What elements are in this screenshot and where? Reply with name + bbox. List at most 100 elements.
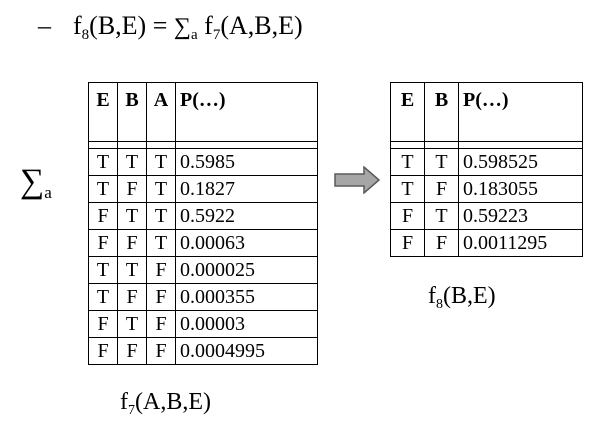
probability-cell: 0.0004995 xyxy=(175,337,318,365)
variable-value-cell: T xyxy=(117,202,147,230)
header-probability: P(…) xyxy=(175,82,318,142)
variable-value-cell: F xyxy=(390,202,425,230)
spacer-cell xyxy=(146,141,176,149)
variable-value-cell: F xyxy=(88,337,118,365)
spacer-cell xyxy=(88,141,118,149)
variable-value-cell: F xyxy=(390,229,425,257)
bullet-dash: – xyxy=(38,11,51,40)
variable-value-cell: T xyxy=(424,202,459,230)
table-header-row: E B A P(…) xyxy=(88,82,318,142)
variable-value-cell: F xyxy=(117,175,147,203)
sum-sigma-subscript: a xyxy=(44,183,52,202)
probability-cell: 0.5985 xyxy=(175,148,318,176)
f8-caption-name: f xyxy=(428,283,436,309)
variable-value-cell: T xyxy=(390,148,425,176)
variable-value-cell: F xyxy=(146,256,176,284)
rhs-factor-subscript: 7 xyxy=(212,27,221,43)
probability-cell: 0.0011295 xyxy=(458,229,583,257)
rhs-factor-args: (A,B,E) xyxy=(220,11,303,40)
spacer-cell xyxy=(117,141,147,149)
variable-value-cell: F xyxy=(424,229,459,257)
variable-value-cell: F xyxy=(117,229,147,257)
spacer-cell xyxy=(458,141,583,149)
f7-caption: f7(A,B,E) xyxy=(120,388,211,418)
f7-caption-args: (A,B,E) xyxy=(135,389,211,415)
f8-caption: f8(B,E) xyxy=(428,282,496,312)
right-arrow-icon xyxy=(334,166,380,194)
variable-value-cell: T xyxy=(117,310,147,338)
probability-cell: 0.183055 xyxy=(458,175,583,203)
probability-cell: 0.00003 xyxy=(175,310,318,338)
variable-value-cell: F xyxy=(117,337,147,365)
variable-value-cell: T xyxy=(88,256,118,284)
variable-value-cell: T xyxy=(117,148,147,176)
header-spacer-row xyxy=(390,141,583,149)
variable-value-cell: F xyxy=(88,202,118,230)
variable-value-cell: T xyxy=(146,229,176,257)
variable-value-cell: F xyxy=(146,310,176,338)
variable-value-cell: T xyxy=(146,148,176,176)
f7-caption-subscript: 7 xyxy=(128,403,135,418)
lhs-factor-args: (B,E) = xyxy=(89,11,168,40)
probability-cell: 0.5922 xyxy=(175,202,318,230)
header-e: E xyxy=(390,82,425,142)
lhs-factor-subscript: 8 xyxy=(81,27,90,43)
variable-value-cell: T xyxy=(146,202,176,230)
spacer-cell xyxy=(424,141,459,149)
header-e: E xyxy=(88,82,118,142)
probability-cell: 0.598525 xyxy=(458,148,583,176)
factor-equation-heading: –f8(B,E) = ∑a f7(A,B,E) xyxy=(38,10,303,43)
variable-value-cell: T xyxy=(117,256,147,284)
header-spacer-row xyxy=(88,141,318,149)
f8-caption-subscript: 8 xyxy=(436,297,443,312)
header-b: B xyxy=(117,82,147,142)
probability-cell: 0.1827 xyxy=(175,175,318,203)
spacer-cell xyxy=(175,141,318,149)
variable-value-cell: F xyxy=(146,283,176,311)
variable-value-cell: F xyxy=(117,283,147,311)
variable-value-cell: F xyxy=(146,337,176,365)
sum-over-a-label: ∑a xyxy=(20,162,52,213)
probability-cell: 0.000025 xyxy=(175,256,318,284)
summation-subscript: a xyxy=(190,27,198,43)
variable-value-cell: T xyxy=(88,148,118,176)
header-b: B xyxy=(424,82,459,142)
spacer-cell xyxy=(390,141,425,149)
probability-cell: 0.00063 xyxy=(175,229,318,257)
sum-sigma: ∑ xyxy=(20,163,45,200)
rhs-factor-name: f xyxy=(204,11,213,40)
variable-value-cell: T xyxy=(424,148,459,176)
variable-value-cell: T xyxy=(88,175,118,203)
variable-value-cell: F xyxy=(424,175,459,203)
variable-value-cell: F xyxy=(88,229,118,257)
summation-symbol: ∑ xyxy=(173,14,191,40)
variable-value-cell: T xyxy=(146,175,176,203)
lhs-factor-name: f xyxy=(73,11,82,40)
variable-value-cell: T xyxy=(390,175,425,203)
variable-value-cell: T xyxy=(88,283,118,311)
f7-caption-name: f xyxy=(120,389,128,415)
header-a: A xyxy=(146,82,176,142)
variable-value-cell: F xyxy=(88,310,118,338)
probability-cell: 0.000355 xyxy=(175,283,318,311)
header-probability: P(…) xyxy=(458,82,583,142)
probability-cell: 0.59223 xyxy=(458,202,583,230)
table-header-row: E B P(…) xyxy=(390,82,583,142)
f8-caption-args: (B,E) xyxy=(443,283,496,309)
